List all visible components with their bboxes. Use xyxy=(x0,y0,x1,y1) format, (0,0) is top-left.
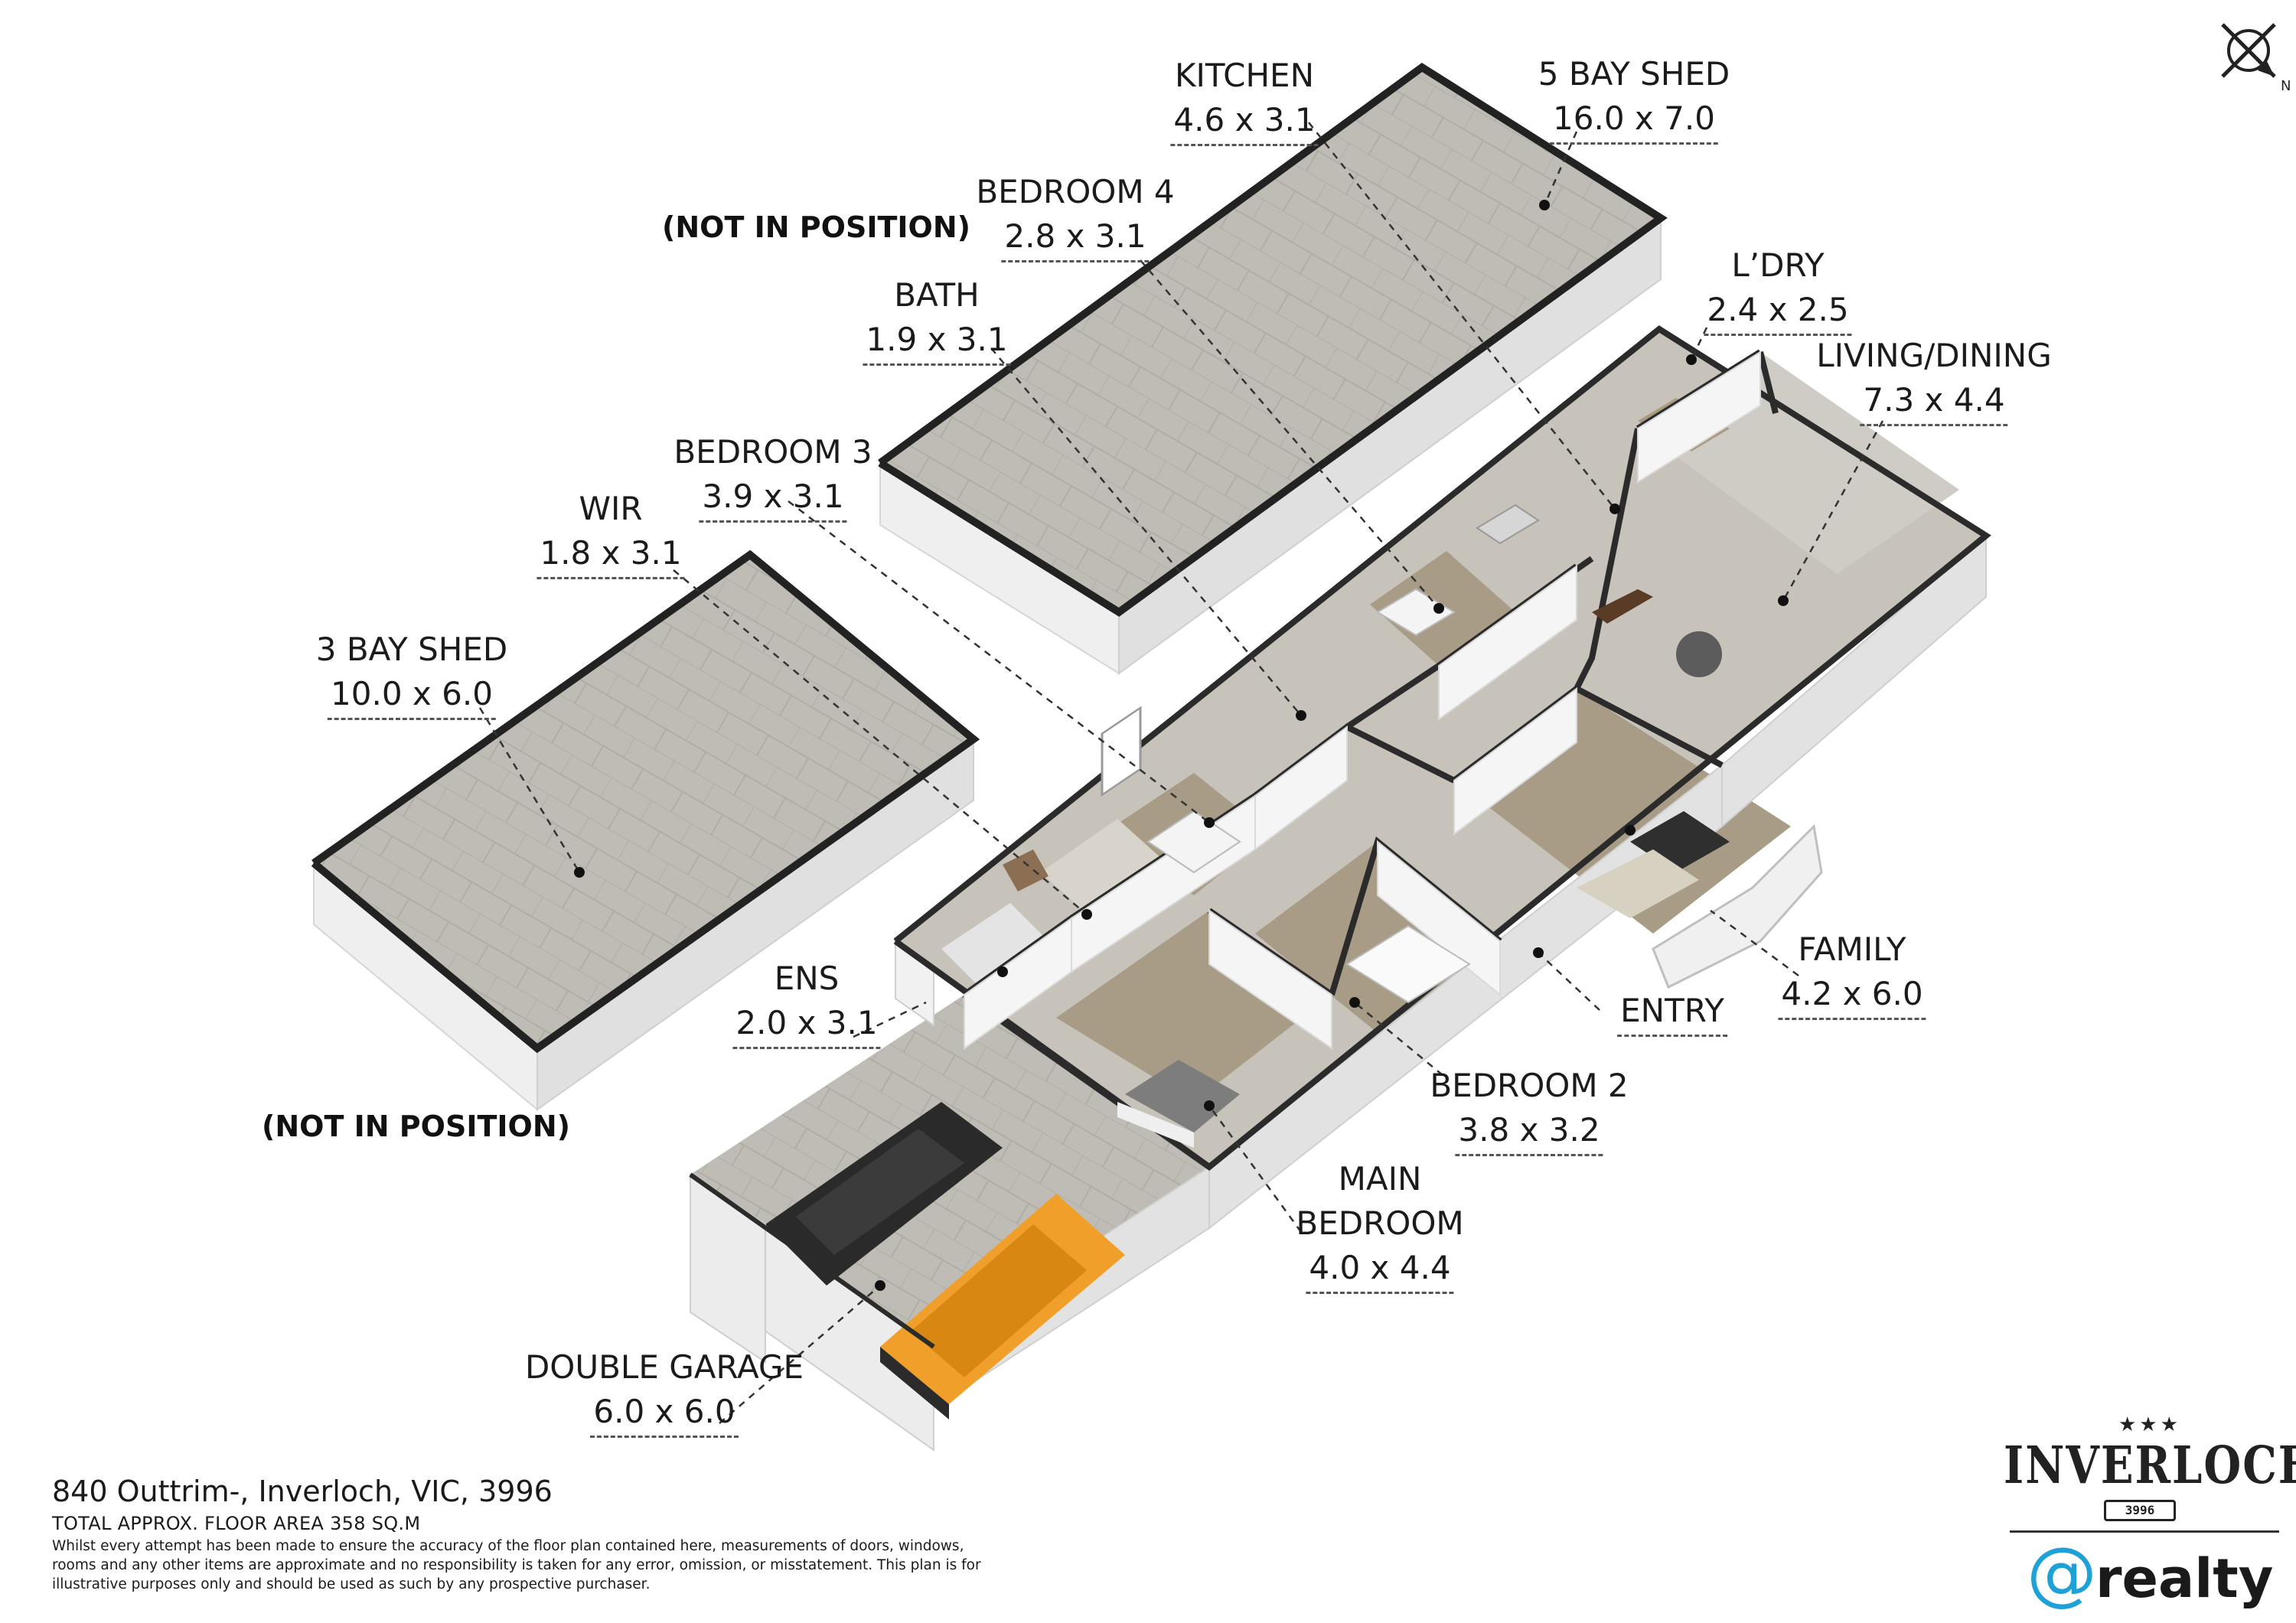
not-in-position-note-top: (NOT IN POSITION) xyxy=(662,210,970,244)
logo-stars-icon: ★★★ xyxy=(2118,1413,2181,1436)
logo-realty: realty xyxy=(2095,1547,2274,1610)
leader-lines xyxy=(478,122,1884,1424)
logo-divider xyxy=(2010,1530,2279,1533)
house-footprint xyxy=(689,325,1991,1452)
bedroom-2-floor xyxy=(1255,842,1500,1033)
logo-at-icon: @ xyxy=(2027,1532,2097,1614)
label-entry: ENTRY xyxy=(1617,989,1727,1037)
five-bay-shed xyxy=(878,62,1668,675)
disclaimer: Whilst every attempt has been made to en… xyxy=(52,1538,981,1592)
three-bay-shed xyxy=(311,549,980,1112)
black-car xyxy=(765,1102,1003,1286)
logo-postcode: 3996 xyxy=(2104,1500,2176,1521)
plan-footer: 840 Outtrim-, Inverloch, VIC, 3996 TOTAL… xyxy=(52,1472,1001,1594)
orange-car xyxy=(880,1194,1125,1419)
compass-icon: N xyxy=(2221,23,2291,94)
anchor-dots xyxy=(574,200,1789,1291)
svg-text:N: N xyxy=(2281,78,2291,94)
agency-logo: ★★★ INVERLOCH 3996 @ realty xyxy=(2004,1406,2296,1612)
compass-rose: N xyxy=(2210,14,2294,98)
logo-name: INVERLOCH xyxy=(2004,1435,2296,1496)
furniture xyxy=(1003,504,1730,1148)
not-in-position-note-left: (NOT IN POSITION) xyxy=(262,1110,570,1143)
floor-area: TOTAL APPROX. FLOOR AREA 358 SQ.M xyxy=(52,1513,421,1534)
property-address: 840 Outtrim-, Inverloch, VIC, 3996 xyxy=(52,1475,553,1508)
